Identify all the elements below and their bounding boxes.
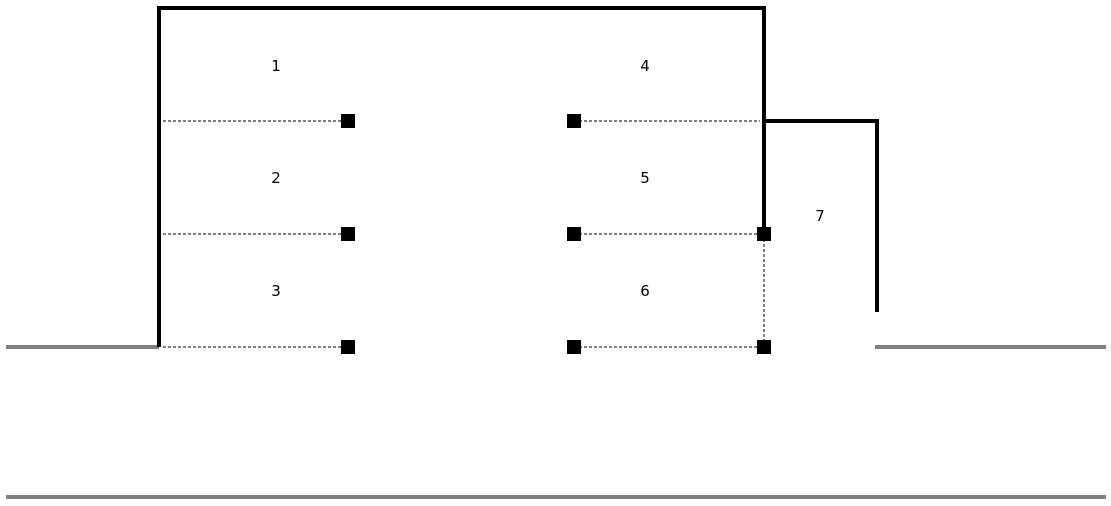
space-label-3: 3 — [271, 282, 281, 300]
post-right-3 — [567, 340, 581, 354]
post-left-2 — [341, 227, 355, 241]
space-label-1: 1 — [271, 57, 281, 75]
post-corner-mid — [757, 227, 771, 241]
space-label-4: 4 — [640, 57, 650, 75]
post-corner-bottom — [757, 340, 771, 354]
main-enclosure-wall — [157, 6, 766, 347]
post-right-1 — [567, 114, 581, 128]
space-label-6: 6 — [640, 282, 650, 300]
post-left-3 — [341, 340, 355, 354]
post-left-1 — [341, 114, 355, 128]
space-label-7: 7 — [815, 207, 825, 225]
post-right-2 — [567, 227, 581, 241]
space-label-2: 2 — [271, 169, 281, 187]
space-label-5: 5 — [640, 169, 650, 187]
side-extension-wall — [764, 119, 879, 312]
